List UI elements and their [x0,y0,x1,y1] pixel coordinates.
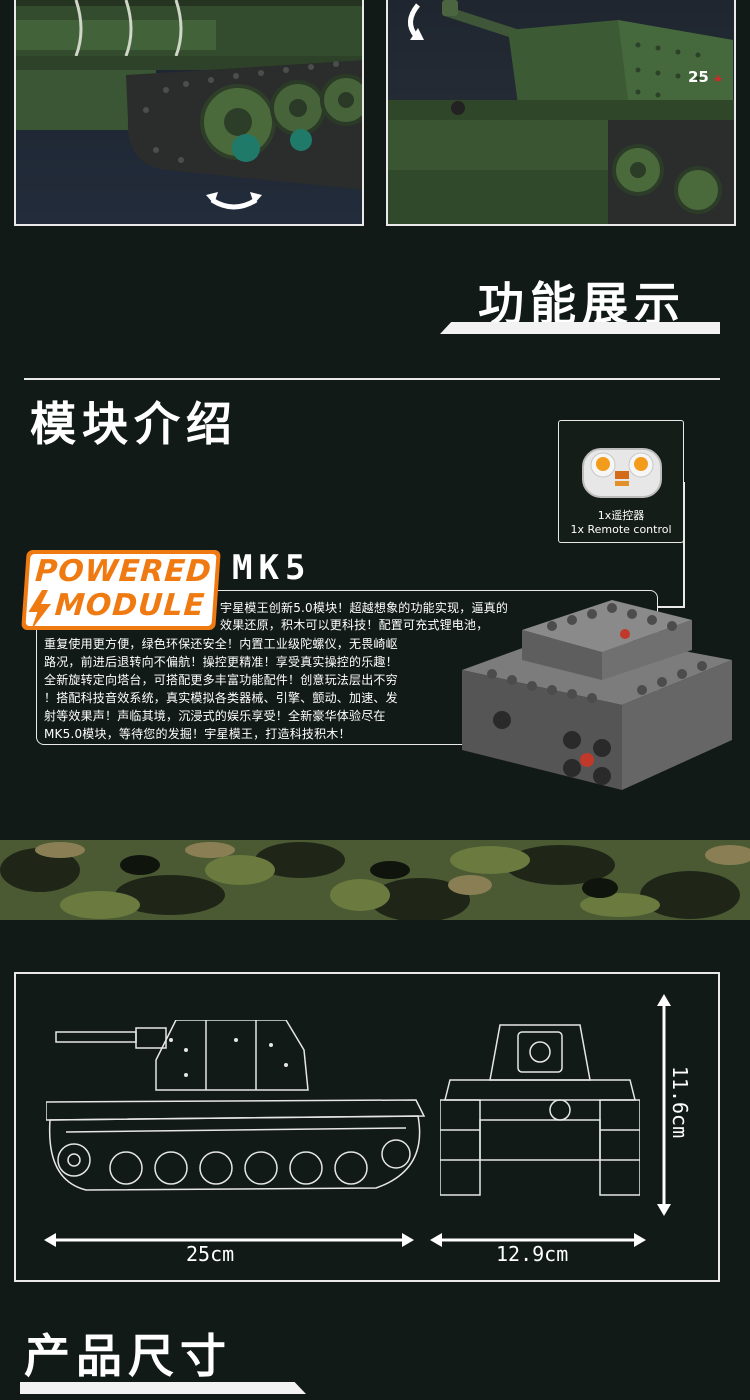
remote-caption-en: 1x Remote control [570,523,672,536]
size-section-title: 产品尺寸 [24,1329,232,1383]
badge-module-text: MODULE [53,588,207,623]
badge-powered-text: POWERED [34,554,214,589]
description-line: 全新旋转定向塔台，可搭配更多丰富功能配件！创意玩法层出不穷 [44,673,398,687]
length-arrow [44,1233,414,1247]
module-section-title: 模块介绍 [30,397,238,451]
tank-track-illustration [16,0,362,210]
height-label: 11.6cm [668,1065,692,1139]
size-title-underline [20,1382,306,1394]
remote-control-card: 1x遥控器 1x Remote control [558,420,684,543]
tank-front-view-drawing [440,1024,640,1196]
tank-turret-illustration: 25 [388,0,734,224]
lightning-icon [28,590,52,630]
remote-caption-cn: 1x遥控器 [597,509,645,522]
connector-line [683,482,685,608]
tank-number: 25 [688,68,709,86]
track-detail-photo [14,0,364,226]
description-line: ！搭配科技音效系统，真实模拟各类器械、引擎、颤动、加速、发 [44,691,398,705]
camouflage-pattern [0,840,750,920]
power-module-brick-image [462,600,732,790]
powered-module-badge: POWERED MODULE [21,550,221,630]
description-line: MK5.0模块，等待您的发掘！宇星模王，打造科技积木！ [44,727,351,741]
feature-title-underline [440,322,720,334]
model-name: MK5 [232,548,312,588]
description-line: 宇星模王创新5.0模块！超越想象的功能实现，逼真的 [220,601,509,615]
section-divider [24,378,720,380]
width-label: 12.9cm [496,1242,569,1266]
width-arrow [430,1233,646,1247]
description-line: 效果还原，积木可以更科技！配置可充式锂电池， [220,618,489,632]
height-arrow [657,994,671,1216]
camouflage-banner [0,840,750,920]
dimensions-box [14,972,720,1282]
description-line: 重复使用更方便，绿色环保还安全！内置工业级陀螺仪，无畏崎岖 [44,637,398,651]
length-label: 25cm [186,1242,235,1266]
tank-side-view-drawing [46,1020,426,1191]
connector-line [658,606,685,608]
description-line: 射等效果声！声临其境，沉浸式的娱乐享受！全新豪华体验尽在 [44,709,386,723]
remote-control-icon [582,448,662,498]
turret-detail-photo: 25 [386,0,736,226]
description-line: 路况，前进后退转向不偏航！操控更精准！享受真实操控的乐趣！ [44,655,398,669]
